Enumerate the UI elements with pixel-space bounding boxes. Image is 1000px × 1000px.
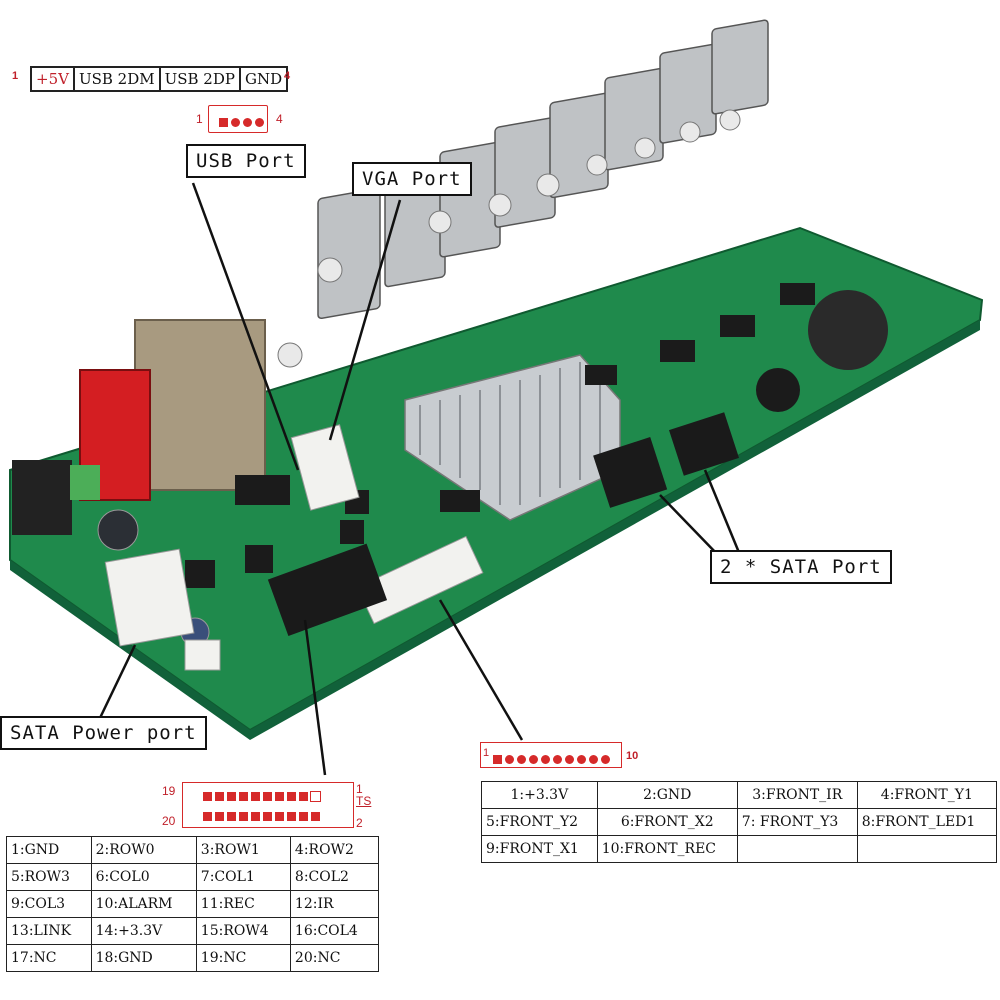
- table-cell: 3:ROW1: [195, 836, 291, 864]
- table-row: 9:COL3 10:ALARM 11:REC 12:IR: [6, 890, 380, 918]
- usb-connector-diagram: 1 4: [192, 102, 292, 136]
- table-row: 1:+3.3V 2:GND 3:FRONT_IR 4:FRONT_Y1: [481, 781, 998, 809]
- usb-port-callout: USB Port: [186, 144, 306, 178]
- front-connector-pin1: 1: [483, 747, 490, 759]
- table-cell: 16:COL4: [289, 917, 380, 945]
- table-cell: 1:GND: [6, 836, 92, 864]
- bnc-plugs: [277, 109, 741, 368]
- table-cell: 1:+3.3V: [481, 781, 598, 809]
- terminal-block: [70, 465, 100, 500]
- table-cell: 17:NC: [6, 944, 92, 972]
- buzzer: [756, 368, 800, 412]
- sata-port-1: [593, 437, 668, 508]
- table-cell: [856, 835, 998, 863]
- table-cell: 19:NC: [195, 944, 291, 972]
- usb-connector-outline: [208, 105, 268, 133]
- usb-pin-gnd: GND: [238, 66, 289, 92]
- sata-port-2: [669, 412, 739, 476]
- ic-chips: [185, 283, 815, 588]
- keypad-ts-label: TS: [356, 794, 372, 808]
- table-cell: 6:COL0: [90, 863, 197, 891]
- table-cell: [736, 835, 858, 863]
- keypad-pin1-label: 1: [356, 782, 363, 796]
- table-cell: 9:COL3: [6, 890, 92, 918]
- keypad-pin20-label: 20: [162, 814, 176, 828]
- table-cell: 13:LINK: [6, 917, 92, 945]
- usb-pin-5v: +5V: [30, 66, 75, 92]
- usb-connector-pin1: 1: [196, 112, 203, 126]
- usb-pin-dm: USB 2DM: [72, 66, 161, 92]
- table-cell: 4:FRONT_Y1: [856, 781, 998, 809]
- usb-pin-dp: USB 2DP: [158, 66, 241, 92]
- table-cell: 10:FRONT_REC: [596, 835, 738, 863]
- table-cell: 20:NC: [289, 944, 380, 972]
- dc-power-jack: [12, 460, 72, 535]
- table-cell: 3:FRONT_IR: [736, 781, 858, 809]
- capacitor-1: [97, 509, 139, 551]
- usb-connector-pin4: 4: [276, 112, 283, 126]
- table-cell: 8:FRONT_LED1: [856, 808, 998, 836]
- table-cell: 7:COL1: [195, 863, 291, 891]
- keypad-pin-header: [267, 543, 388, 636]
- table-row: 17:NC 18:GND 19:NC 20:NC: [6, 944, 380, 972]
- vga-port-callout: VGA Port: [352, 162, 472, 196]
- front-connector-pin10: 10: [626, 750, 639, 762]
- table-cell: 14:+3.3V: [90, 917, 197, 945]
- pointer-lines: [98, 182, 742, 776]
- table-row: 5:ROW3 6:COL0 7:COL1 8:COL2: [6, 863, 380, 891]
- table-cell: 15:ROW4: [195, 917, 291, 945]
- small-white-connector: [184, 639, 221, 671]
- table-cell: 9:FRONT_X1: [481, 835, 598, 863]
- table-cell: 2:GND: [596, 781, 738, 809]
- table-cell: 2:ROW0: [90, 836, 197, 864]
- front-connector-diagram: 1 10: [480, 740, 640, 774]
- table-cell: 10:ALARM: [90, 890, 197, 918]
- table-cell: 4:ROW2: [289, 836, 380, 864]
- table-cell: 6:FRONT_X2: [596, 808, 738, 836]
- table-cell: 18:GND: [90, 944, 197, 972]
- front-connector-table: 1:+3.3V 2:GND 3:FRONT_IR 4:FRONT_Y1 5:FR…: [481, 781, 998, 863]
- table-cell: 7: FRONT_Y3: [736, 808, 858, 836]
- keypad-pin2-label: 2: [356, 816, 363, 830]
- table-cell: 12:IR: [289, 890, 380, 918]
- coin-battery: [808, 290, 888, 370]
- table-cell: 8:COL2: [289, 863, 380, 891]
- usb-pinout-table: +5V USB 2DM USB 2DP GND: [30, 66, 289, 92]
- usb-pin-start-label: 1: [12, 70, 19, 82]
- table-row: 13:LINK 14:+3.3V 15:ROW4 16:COL4: [6, 917, 380, 945]
- table-row: 9:FRONT_X1 10:FRONT_REC: [481, 835, 998, 863]
- usb-header-connector: [290, 424, 360, 511]
- table-cell: 11:REC: [195, 890, 291, 918]
- usb-pin-end-label: 4: [284, 70, 291, 82]
- front-connector-outline: 1: [480, 742, 622, 768]
- sata-power-callout: SATA Power port: [0, 716, 207, 750]
- sata-port-callout: 2 * SATA Port: [710, 550, 892, 584]
- sata-power-connector: [104, 548, 195, 647]
- keypad-header-outline: [182, 782, 354, 828]
- keypad-pin19-label: 19: [162, 784, 176, 798]
- table-cell: 5:ROW3: [6, 863, 92, 891]
- ethernet-jack: [134, 319, 266, 491]
- keypad-header-diagram: 19 20 1 TS 2: [160, 780, 390, 832]
- table-row: 1:GND 2:ROW0 3:ROW1 4:ROW2: [6, 836, 380, 864]
- table-row: 5:FRONT_Y2 6:FRONT_X2 7: FRONT_Y3 8:FRON…: [481, 808, 998, 836]
- keypad-pin-table: 1:GND 2:ROW0 3:ROW1 4:ROW2 5:ROW3 6:COL0…: [6, 836, 380, 972]
- table-cell: 5:FRONT_Y2: [481, 808, 598, 836]
